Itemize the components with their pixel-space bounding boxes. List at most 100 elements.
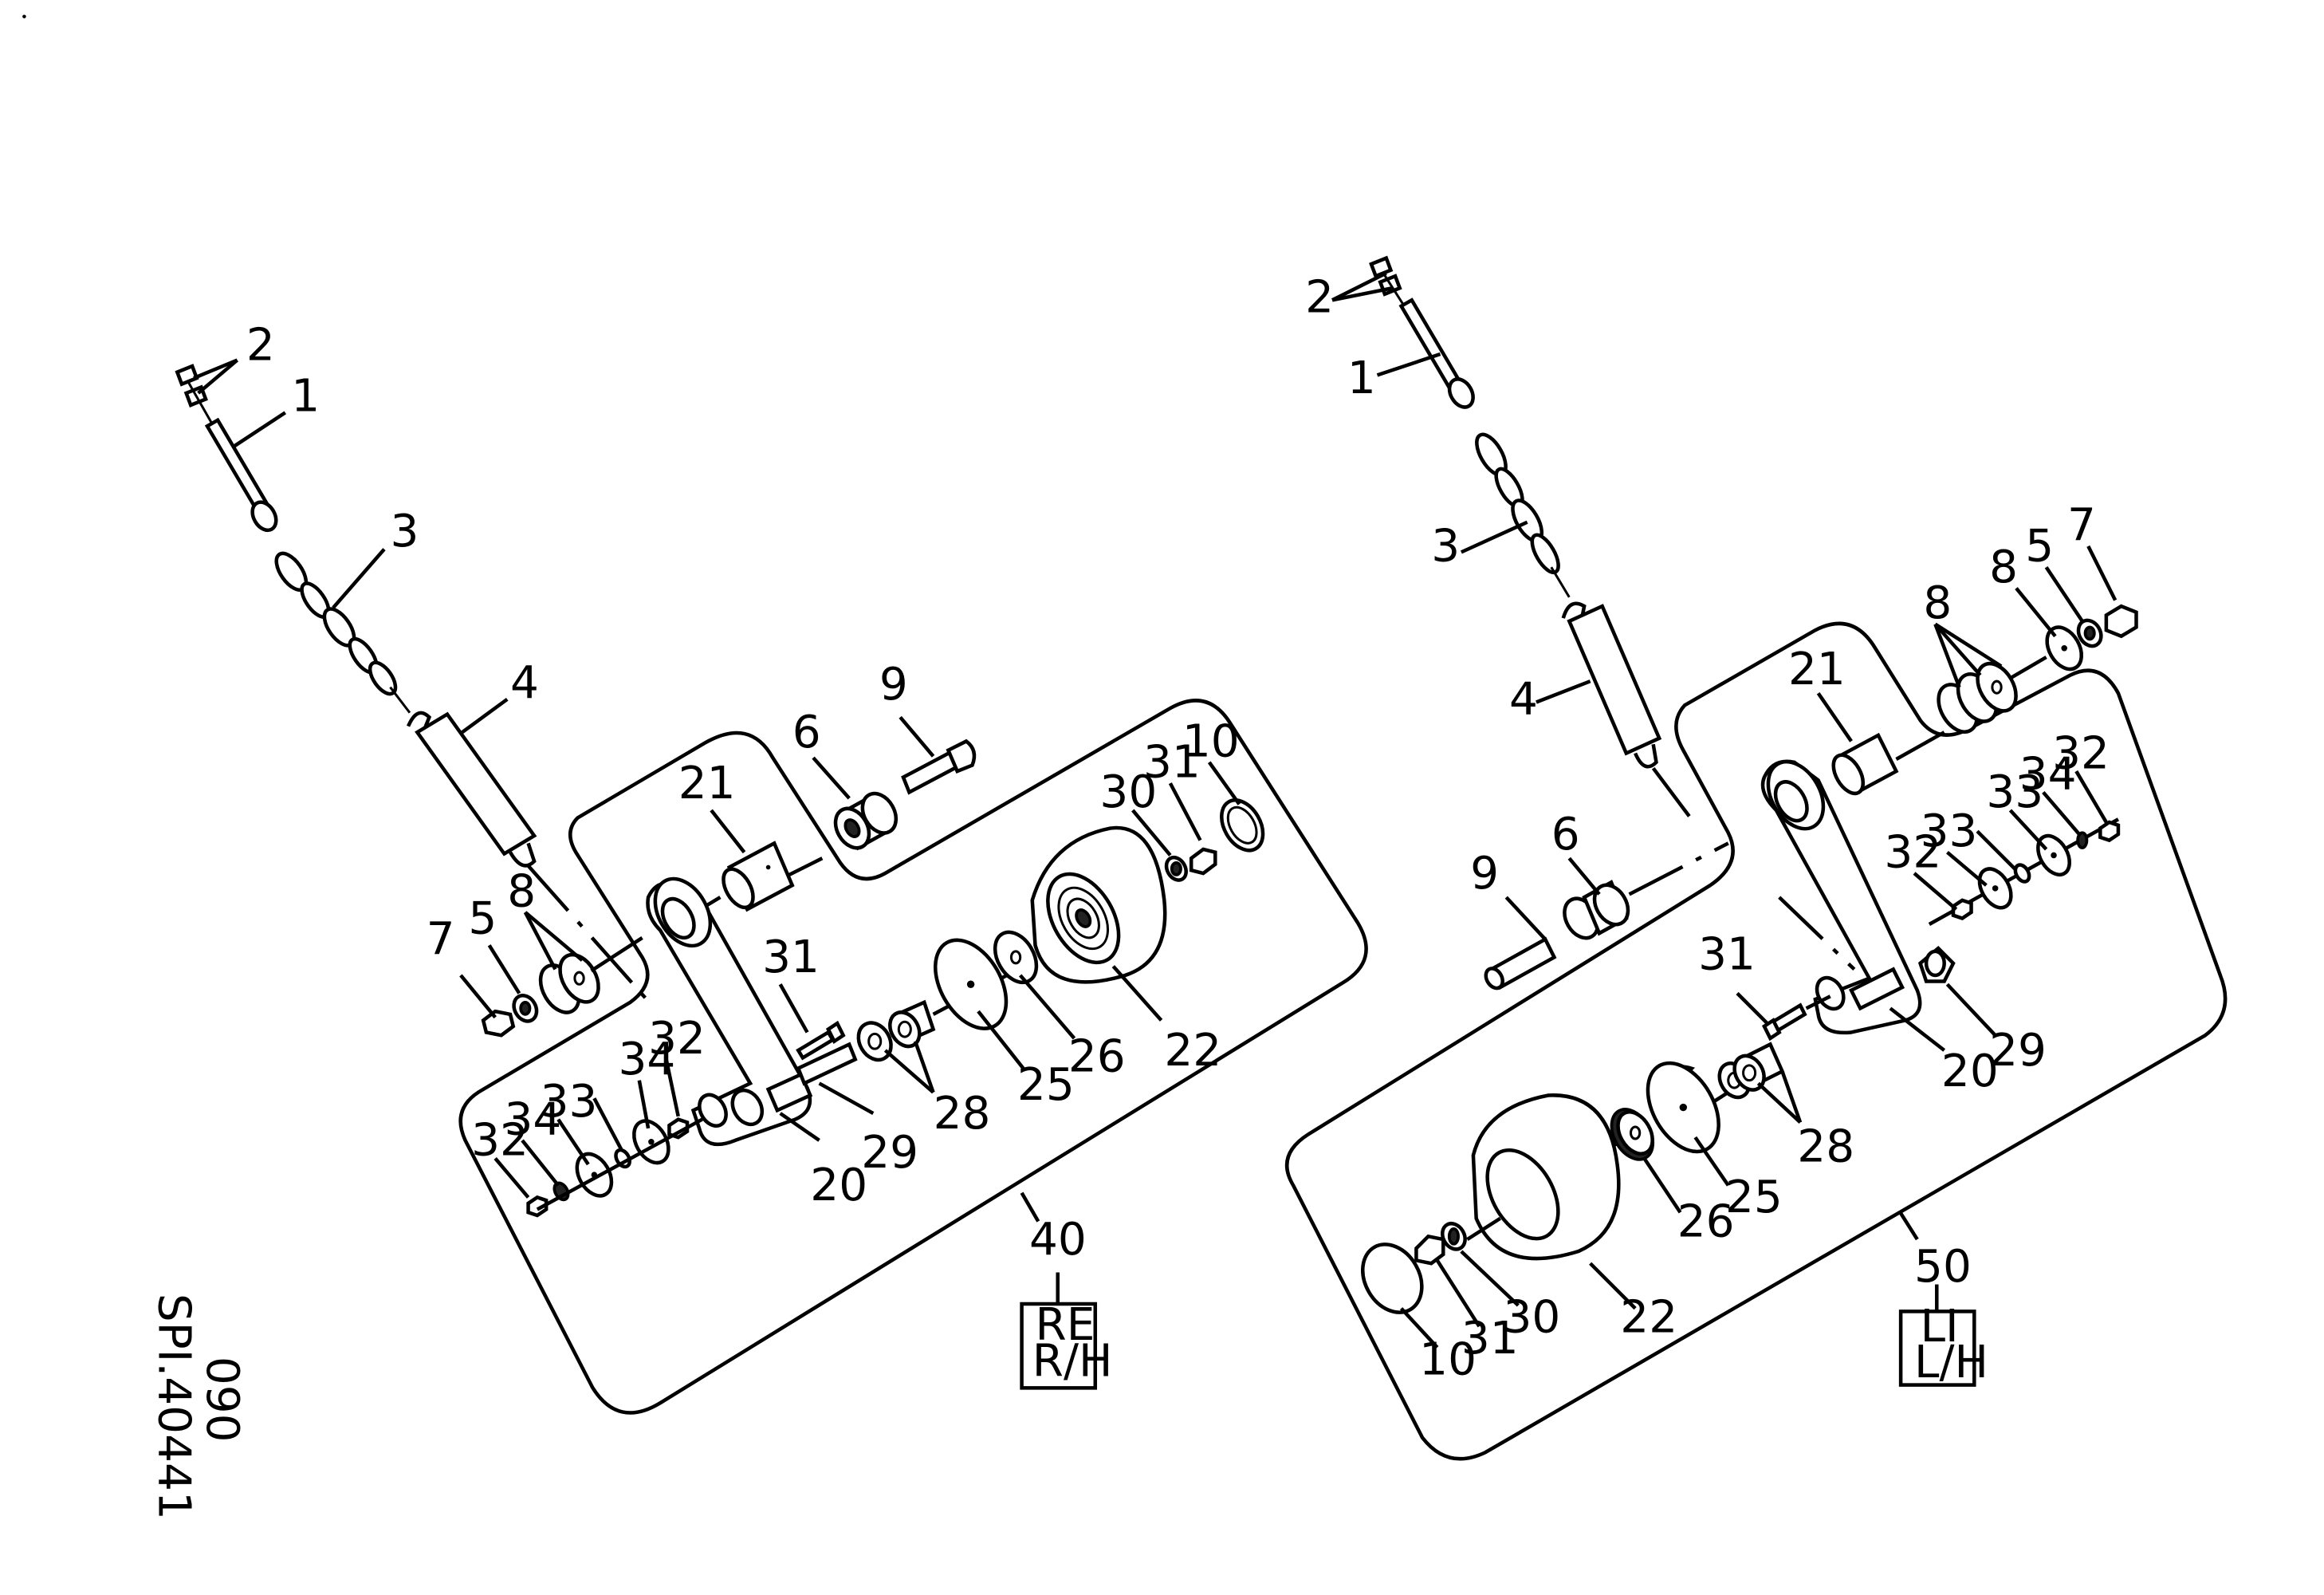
- spring-part: [406, 711, 537, 868]
- callout-34-right: 34: [504, 1093, 561, 1145]
- chain-part: [274, 551, 398, 696]
- assembly-right-outline: [458, 699, 1368, 1415]
- callout-3-right: 3: [390, 506, 419, 557]
- bolt-part: [1761, 994, 1831, 1042]
- guard-disc-part: [1646, 1061, 1720, 1154]
- callout-20-right: 20: [810, 1160, 867, 1211]
- nut-washer-stack-right: [481, 936, 643, 1038]
- callout-8b-left: 8: [1989, 542, 2018, 593]
- sheet-reference: SPI.40441 090: [148, 1294, 248, 1520]
- callout-28-left: 30: [1504, 1292, 1561, 1344]
- callout-3-left: 3: [1431, 521, 1460, 573]
- side-tag-right-line-1: RE: [1036, 1299, 1095, 1351]
- callout-2-left: 2: [1305, 271, 1334, 323]
- callout-6-right: 6: [792, 707, 821, 758]
- assembly-number-right: 40: [1029, 1214, 1087, 1266]
- callout-24-left: 26: [1677, 1195, 1735, 1247]
- callout-30-left: 31: [1698, 928, 1756, 980]
- callout-10-left: 10: [1419, 1333, 1477, 1385]
- assembly-left-outline: [1285, 621, 2228, 1461]
- callout-30-right: 31: [762, 931, 820, 983]
- assembly-right-hand: [175, 364, 1368, 1415]
- spring-part: [1561, 601, 1662, 769]
- callout-8-left: 8: [1923, 577, 1952, 629]
- callout-26-right: 29: [861, 1127, 918, 1179]
- wheel-retainer-left: [1361, 1221, 1467, 1314]
- callout-31a-right: 32: [471, 1115, 529, 1167]
- pivot-pin-part: [1917, 946, 1956, 983]
- side-tag-right: [1020, 1191, 1098, 1390]
- leader-lines: [193, 271, 2118, 1349]
- callout-23-left: 25: [1725, 1172, 1783, 1223]
- side-tag-left: [1897, 1210, 1976, 1387]
- callout-31b-left: 32: [2052, 727, 2110, 779]
- eye-rod-part: [204, 417, 278, 533]
- sleeve-and-bolt-left: [1484, 841, 1729, 990]
- callout-29-left: 31: [1461, 1313, 1519, 1365]
- callout-25-right: 28: [934, 1088, 991, 1140]
- callout-1-left: 1: [1347, 352, 1376, 404]
- callout-32b-left: 33: [1986, 766, 2043, 818]
- thrust-washer-part: [993, 930, 1039, 985]
- callout-2-right: 2: [246, 320, 275, 372]
- bearing-pair-left: [1694, 1042, 1785, 1115]
- callout-29-right: 31: [1143, 737, 1201, 789]
- bearing-pair-right: [856, 999, 936, 1062]
- callout-1-right: 1: [291, 371, 320, 423]
- callout-25-left: 28: [1797, 1120, 1854, 1172]
- side-tag-left-line-1: LI: [1921, 1301, 1959, 1353]
- callout-23-right: 25: [1017, 1059, 1075, 1111]
- assembly-left-hand: [1285, 255, 2228, 1461]
- callout-22-left: 22: [1620, 1292, 1677, 1344]
- assembly-number-left: 50: [1914, 1241, 1972, 1293]
- sheet-code: SPI.40441: [148, 1294, 200, 1520]
- corner-mark: [22, 14, 26, 18]
- callout-26-left: 29: [1989, 1025, 2047, 1077]
- callout-21-left: 21: [1788, 644, 1846, 695]
- callout-20-left: 20: [1941, 1046, 1999, 1097]
- side-tag-right-line-2: R/H: [1032, 1335, 1113, 1387]
- callout-4-left: 4: [1509, 674, 1538, 726]
- callout-28-right: 30: [1099, 766, 1157, 818]
- roller-wheel-part: [1030, 825, 1167, 984]
- eye-rod-part: [1398, 297, 1475, 409]
- callout-8-right: 8: [507, 865, 536, 917]
- washer-stack-left: [1928, 817, 2121, 926]
- roller-wheel-part: [1471, 1093, 1621, 1261]
- chain-part: [1475, 432, 1560, 575]
- callout-32b-right: 34: [618, 1034, 675, 1085]
- callout-32a-right: 33: [541, 1076, 598, 1128]
- callout-6-left: 6: [1551, 809, 1580, 861]
- callout-5-right: 5: [468, 892, 497, 944]
- side-tag-left-line-2: L/H: [1914, 1337, 1988, 1388]
- callout-labels: 2 1 3 4 7 5 8 6 9 21 30 31 10 31 32 34 3…: [246, 271, 2110, 1388]
- callout-34-left: 34: [2019, 749, 2077, 801]
- callout-32a-left: 33: [1921, 805, 1978, 857]
- bolt-part: [796, 1020, 846, 1061]
- callout-9-left: 9: [1470, 848, 1499, 900]
- callout-7-left: 7: [2067, 499, 2096, 551]
- sleeve-and-bolt-right: [833, 738, 977, 851]
- washer-stack-right: [526, 1117, 703, 1218]
- nut-washer-stack-left: [1937, 604, 2138, 734]
- callout-31a-left: 32: [1884, 826, 1941, 878]
- split-pin-part: [1369, 255, 1406, 307]
- bush-part: [722, 841, 795, 912]
- lever-arm-part: [1760, 759, 1922, 1035]
- callout-5-left: 5: [2025, 521, 2054, 573]
- callout-10-right: 10: [1182, 715, 1240, 767]
- callout-22-right: 22: [1164, 1025, 1221, 1077]
- callout-4-right: 4: [510, 657, 539, 709]
- sheet-page: 090: [196, 1357, 248, 1443]
- callout-24-right: 26: [1068, 1030, 1126, 1082]
- callout-31b-right: 32: [648, 1013, 706, 1065]
- callout-9-right: 9: [879, 659, 908, 711]
- wheel-retainer-right: [1164, 798, 1265, 882]
- callout-21-right: 21: [678, 758, 736, 809]
- bush-part: [1831, 732, 1899, 796]
- callout-7-right: 7: [427, 914, 455, 966]
- guard-disc-part: [933, 938, 1009, 1030]
- lever-arm-part: [646, 876, 813, 1147]
- pivot-pin-part: [796, 1042, 858, 1086]
